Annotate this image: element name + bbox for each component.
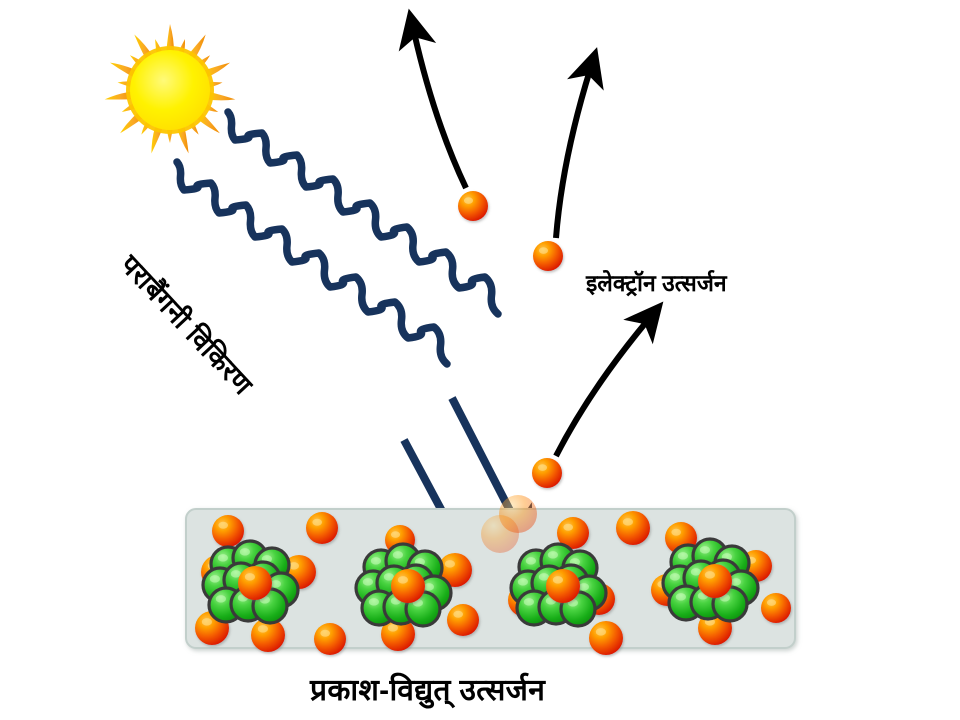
nucleon-highlight	[690, 568, 702, 576]
free-electron	[306, 512, 338, 544]
free-electron	[314, 623, 346, 655]
atom-cluster-1	[201, 539, 300, 625]
nucleon-highlight	[677, 552, 689, 560]
nucleon-highlight	[669, 573, 681, 581]
electron-highlight	[397, 576, 408, 584]
emission-arrow-low	[553, 301, 664, 458]
nucleon-highlight	[517, 578, 529, 586]
atom-cluster-2	[354, 542, 453, 628]
emitted-electron-group	[458, 191, 563, 488]
nucleon-highlight	[538, 573, 550, 581]
nucleon-highlight	[547, 551, 559, 559]
electron-highlight	[320, 629, 331, 637]
nucleon-highlight	[230, 570, 241, 578]
electron-highlight	[257, 625, 268, 633]
electron-highlight	[391, 531, 400, 538]
nucleon-highlight	[699, 546, 711, 554]
electron-highlight	[563, 523, 573, 531]
electron-highlight	[671, 528, 681, 536]
uv-wave-lower	[173, 158, 451, 368]
nucleon-highlight	[383, 573, 394, 581]
nucleon-highlight	[217, 554, 228, 562]
electron-highlight	[539, 247, 548, 254]
ghost-electron-lower	[481, 515, 519, 553]
nucleon-highlight	[362, 578, 373, 586]
electron-highlight	[538, 464, 547, 471]
electron-highlight	[218, 521, 228, 529]
electron-highlight	[453, 610, 464, 618]
sun-ray	[166, 24, 174, 54]
nucleon-highlight	[730, 578, 742, 586]
nucleon-highlight	[423, 583, 434, 591]
sun-core	[130, 50, 210, 130]
nucleus-proton	[238, 566, 272, 600]
emission-arrow-left	[398, 8, 469, 190]
nucleus-proton	[698, 564, 732, 598]
electron-highlight	[444, 560, 455, 568]
emitted-electron-high-left	[458, 191, 488, 221]
nucleon-highlight	[523, 598, 535, 606]
free-electron	[212, 515, 244, 547]
free-electron	[616, 511, 650, 545]
nucleon-highlight	[675, 593, 687, 601]
nucleon-highlight	[392, 551, 403, 559]
nucleon-highlight	[209, 575, 220, 583]
nucleon-highlight	[578, 583, 590, 591]
electron-highlight	[595, 628, 607, 636]
emitted-electron-low	[532, 458, 562, 488]
electron-highlight	[704, 571, 716, 579]
electron-highlight	[552, 576, 564, 584]
uv-wave-upper	[224, 108, 502, 318]
metal-slab	[185, 508, 796, 649]
emission-arrow-group	[398, 8, 664, 458]
nucleon-highlight	[368, 598, 379, 606]
electron-highlight	[767, 599, 776, 606]
electron-highlight	[201, 618, 212, 626]
atom-cluster-4	[661, 537, 760, 623]
electron-highlight	[312, 518, 323, 526]
atom-cluster-group	[201, 537, 760, 628]
emitted-electron-mid	[533, 241, 563, 271]
caption-photoelectric-emission: प्रकाश-विद्युत् उत्सर्जन	[310, 674, 546, 707]
label-electron-emission: इलेक्ट्रॉन उत्सर्जन	[586, 270, 727, 296]
electron-highlight	[288, 562, 299, 570]
nucleon-highlight	[270, 580, 281, 588]
sun	[104, 24, 236, 154]
free-electron	[589, 621, 623, 655]
uv-wave-group	[173, 108, 502, 368]
electron-highlight	[622, 518, 634, 526]
nucleus-proton	[391, 569, 425, 603]
nucleon-highlight	[215, 595, 226, 603]
electron-highlight	[244, 573, 255, 581]
nucleus-proton	[546, 569, 580, 603]
ejecting-electron-group	[481, 495, 537, 553]
emission-arrow-mid	[553, 47, 604, 239]
nucleon-highlight	[370, 557, 381, 565]
free-electron	[761, 593, 791, 623]
atom-cluster-3	[509, 542, 608, 628]
nucleon-highlight	[239, 548, 250, 556]
free-electron	[447, 604, 479, 636]
electron-highlight	[387, 624, 398, 632]
electron-highlight	[464, 197, 473, 204]
nucleon-highlight	[525, 557, 537, 565]
